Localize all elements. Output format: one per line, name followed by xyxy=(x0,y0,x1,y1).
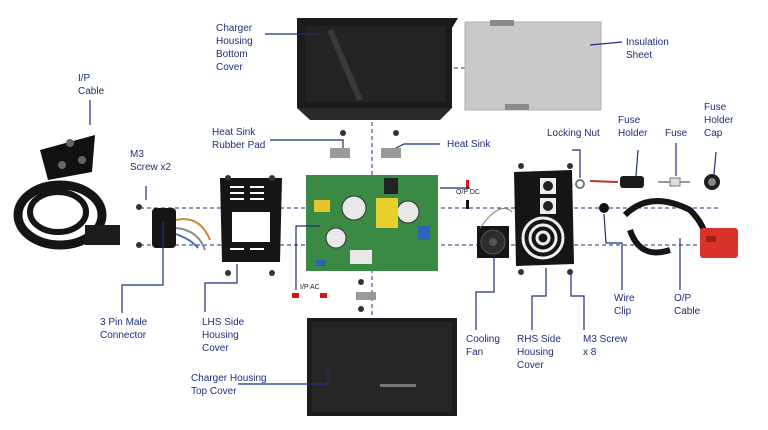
heat-sink xyxy=(381,130,401,158)
io-markers xyxy=(292,180,469,298)
label-heat-sink: Heat Sink xyxy=(447,139,491,150)
label-fuse-holder: Fuse Holder xyxy=(618,115,648,139)
fuse xyxy=(658,177,690,187)
label-heat-sink-rubber-pad: Heat Sink Rubber Pad xyxy=(212,127,266,151)
rhs-side-housing-cover xyxy=(514,163,574,275)
label-charger-housing-top-cover: Charger Housing Top Cover xyxy=(191,373,267,397)
label-lhs-side-housing-cover: LHS Side Housing Cover xyxy=(202,317,245,354)
input-cable xyxy=(13,135,120,250)
label-rhs-side-housing-cover: RHS Side Housing Cover xyxy=(517,334,561,371)
wire-clip xyxy=(599,203,609,213)
insulation-sheet xyxy=(464,20,602,111)
label-op-dc: O/P DC xyxy=(456,189,480,196)
output-cable xyxy=(622,198,738,258)
lower-fasteners xyxy=(356,279,376,312)
label-fuse: Fuse xyxy=(665,128,688,139)
label-ip-cable: I/P Cable xyxy=(78,73,105,97)
three-pin-male-connector xyxy=(152,208,211,251)
fuse-holder xyxy=(589,176,644,188)
label-fuse-holder-cap: Fuse Holder Cap xyxy=(704,102,734,139)
m3-screws-left xyxy=(136,204,142,248)
label-insulation-sheet: Insulation Sheet xyxy=(626,37,669,61)
label-op-cable: O/P Cable xyxy=(674,293,701,317)
label-locking-nut: Locking Nut xyxy=(547,128,600,139)
label-m3-screw-x8: M3 Screw x 8 xyxy=(583,334,628,358)
label-cooling-fan: Cooling Fan xyxy=(466,334,500,358)
lhs-side-housing-cover xyxy=(220,175,282,276)
heat-sink-rubber-pad xyxy=(330,130,350,158)
label-ip-ac: I/P AC xyxy=(300,284,320,291)
charger-housing-top-cover xyxy=(307,318,457,416)
label-m3-screw-x2: M3 Screw x2 xyxy=(130,149,172,173)
cooling-fan xyxy=(477,208,513,258)
leader-lines xyxy=(89,33,717,385)
fuse-holder-cap xyxy=(704,174,720,190)
label-charger-housing-bottom-cover: Charger Housing Bottom Cover xyxy=(216,23,253,73)
locking-nut xyxy=(575,179,585,189)
pcb-board xyxy=(306,175,438,271)
charger-housing-bottom-cover xyxy=(297,18,458,120)
label-wire-clip: Wire Clip xyxy=(614,293,635,317)
label-three-pin-male-connector: 3 Pin Male Connector xyxy=(100,317,148,341)
